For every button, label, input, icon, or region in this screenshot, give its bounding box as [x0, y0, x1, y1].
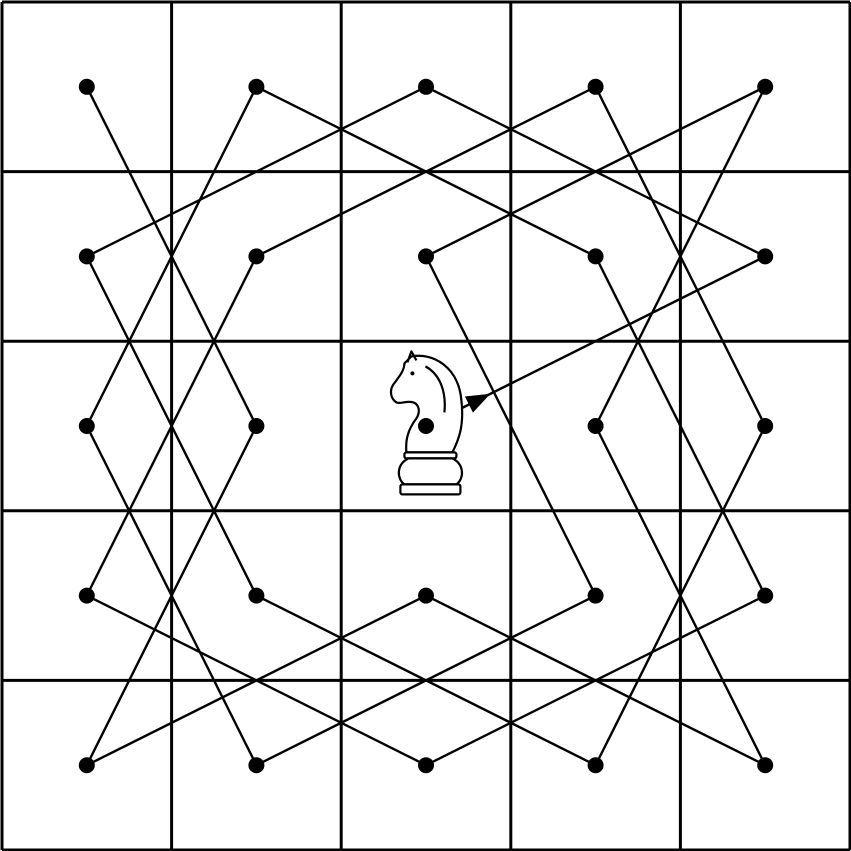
- square-dot: [248, 757, 265, 774]
- tour-path: [85, 85, 767, 767]
- tour-move: [424, 255, 597, 597]
- square-dots: [78, 78, 774, 774]
- square-dot: [78, 587, 95, 604]
- square-dot: [248, 587, 265, 604]
- tour-move: [594, 425, 767, 766]
- square-dot: [78, 248, 95, 265]
- knight-ear: [406, 350, 418, 363]
- tour-move: [85, 425, 258, 766]
- knight-eye: [410, 371, 415, 376]
- tour-move: [425, 85, 766, 258]
- knight-head: [389, 354, 464, 454]
- square-dot: [757, 757, 774, 774]
- tour-move: [85, 86, 258, 427]
- direction-arrow: [464, 393, 491, 413]
- tour-move: [86, 85, 427, 258]
- square-dot: [757, 248, 774, 265]
- square-dot: [78, 757, 95, 774]
- square-dot: [418, 78, 434, 95]
- arrow-head: [464, 393, 491, 413]
- knight-shape: [389, 350, 464, 496]
- tour-move: [594, 86, 767, 427]
- tour-move: [594, 255, 767, 597]
- knight-icon: [389, 350, 464, 496]
- square-dot: [587, 587, 604, 604]
- tour-move: [85, 255, 258, 597]
- tour-move: [86, 594, 427, 767]
- square-dot: [418, 757, 434, 774]
- square-dot: [248, 418, 265, 434]
- tour-move: [255, 594, 597, 767]
- square-dot: [248, 248, 265, 265]
- square-dot: [78, 418, 95, 434]
- square-dot: [587, 78, 604, 95]
- tour-move: [255, 85, 597, 258]
- square-dot: [587, 418, 604, 434]
- square-dot: [757, 418, 774, 434]
- square-dot: [757, 78, 774, 95]
- start-dot: [418, 418, 434, 434]
- square-dot: [248, 78, 265, 95]
- knight-mane: [424, 365, 446, 413]
- square-dot: [587, 248, 604, 265]
- square-dot: [587, 757, 604, 774]
- square-dot: [418, 587, 434, 604]
- knight-base: [399, 483, 462, 496]
- knight-body: [397, 457, 463, 486]
- square-dot: [418, 248, 434, 265]
- tour-move: [425, 594, 766, 767]
- square-dot: [757, 587, 774, 604]
- square-dot: [78, 78, 95, 95]
